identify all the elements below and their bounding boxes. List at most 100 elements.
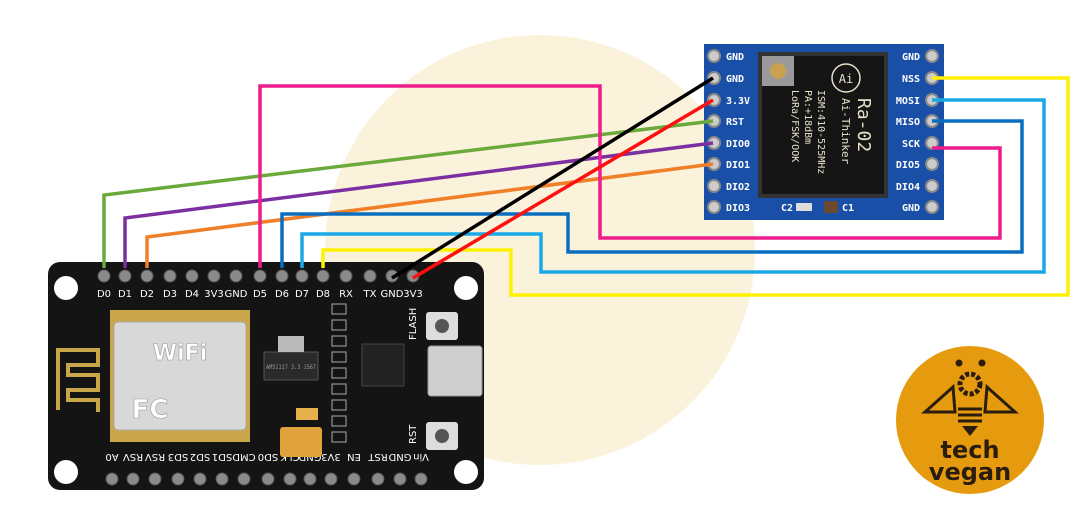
- pin-label: NSS: [902, 74, 920, 85]
- header-pin: [393, 472, 407, 486]
- pin-label: D1: [118, 289, 132, 300]
- pin-label: GND: [726, 74, 744, 85]
- header-pin: [171, 472, 185, 486]
- pin-label: 3V3: [321, 451, 341, 462]
- pin-label: RX: [339, 289, 353, 300]
- logo-text-vegan: vegan: [929, 458, 1011, 486]
- header-pin-d4: [185, 269, 199, 283]
- esp-shield: [113, 321, 247, 431]
- ai-logo-ring: [831, 63, 861, 93]
- fc-text: FC: [132, 395, 169, 425]
- header-pin-d0: [97, 269, 111, 283]
- micro-usb-port: [427, 345, 483, 397]
- smd-pad: [331, 303, 347, 315]
- header-pin: [414, 472, 428, 486]
- ra02-pin-gnd: [925, 49, 939, 63]
- pin-label: D3: [163, 289, 177, 300]
- pin-label: D5: [253, 289, 267, 300]
- smd-pad: [331, 415, 347, 427]
- bee-antenna: [978, 359, 986, 367]
- header-pin: [261, 472, 275, 486]
- smd-pad: [331, 367, 347, 379]
- header-pin: [193, 472, 207, 486]
- pin-label: SD2: [190, 451, 210, 462]
- pin-label: SD0: [258, 451, 278, 462]
- header-pin-d3: [163, 269, 177, 283]
- header-pin-rx: [339, 269, 353, 283]
- pin-label: 3.3V: [726, 96, 750, 107]
- pin-label: GND: [225, 289, 248, 300]
- pin-label: DIO0: [726, 139, 750, 150]
- mounting-hole: [454, 460, 478, 484]
- bee-stinger-icon: [962, 426, 978, 436]
- pin-label: GND: [902, 203, 920, 214]
- mounting-hole: [54, 276, 78, 300]
- smd-pad: [331, 335, 347, 347]
- pin-label: GND: [726, 52, 744, 63]
- pin-label: GND: [381, 289, 404, 300]
- ra02-pin-dio4: [925, 179, 939, 193]
- ra02-pin-gnd: [707, 49, 721, 63]
- pin-label: CMD: [232, 451, 256, 462]
- pin-label: DIO5: [896, 160, 920, 171]
- header-pin: [371, 472, 385, 486]
- pin-label: MISO: [896, 117, 920, 128]
- bee-wings-icon: [921, 383, 1019, 414]
- pin-label: EN: [347, 451, 361, 462]
- chip-pa: PA:+18dBm: [802, 90, 813, 144]
- header-pin: [347, 472, 361, 486]
- wire-d5-to-sck: [258, 84, 1002, 268]
- chip-model: Ra-02: [853, 98, 874, 152]
- pin-label: RSV: [123, 451, 143, 462]
- pin-label: D8: [316, 289, 330, 300]
- ra02-pin-gnd: [925, 200, 939, 214]
- pin-label: SD1: [212, 451, 232, 462]
- chip-brand: Ai-Thinker: [839, 98, 852, 165]
- bee-antenna: [955, 359, 963, 367]
- tantalum-capacitor: [280, 427, 322, 457]
- header-pin: [126, 472, 140, 486]
- usb-uart-chip: [361, 343, 405, 387]
- pin-label: DIO1: [726, 160, 750, 171]
- c1-label: C1: [842, 203, 854, 214]
- smd-pad: [331, 431, 347, 443]
- pin-label: GND: [388, 451, 411, 462]
- reset-button-cap: [435, 429, 449, 443]
- pin-label: SD3: [168, 451, 188, 462]
- header-pin: [303, 472, 317, 486]
- chip-ism: ISM:410-525MHz: [815, 90, 826, 174]
- wire-3v3-to-33v: [412, 98, 714, 280]
- voltage-regulator: [263, 351, 319, 381]
- ipex-socket: [770, 63, 786, 79]
- pin-label: Vin: [413, 451, 429, 462]
- header-pin: [324, 472, 338, 486]
- wire-gnd-to-gnd: [391, 76, 714, 280]
- smd-pad: [331, 399, 347, 411]
- ra02-board: GNDGND3.3VRSTDIO0DIO1DIO2DIO3GNDNSSMOSIM…: [704, 44, 944, 220]
- chip-modes: LoRa/FSK/OOK: [789, 90, 800, 162]
- smd-pad: [331, 351, 347, 363]
- smd-pad: [331, 383, 347, 395]
- wifi-text: WiFi: [153, 341, 207, 366]
- pin-label: D2: [140, 289, 154, 300]
- header-pin-d1: [118, 269, 132, 283]
- pin-label: RSV: [145, 451, 165, 462]
- regulator-marking: AMS1117 3.3 1567: [266, 364, 316, 371]
- header-pin: [215, 472, 229, 486]
- ai-logo-text: Ai: [839, 72, 853, 86]
- pin-label: RST: [367, 451, 387, 462]
- wires: [102, 76, 1070, 297]
- pin-label: D6: [275, 289, 289, 300]
- wire-d1-to-dio0: [123, 141, 714, 268]
- smd-component: [296, 408, 318, 420]
- pin-label: 3V3: [204, 289, 224, 300]
- pin-label: DIO2: [726, 182, 750, 193]
- c2-label: C2: [781, 203, 793, 214]
- pin-label: 3V3: [403, 289, 423, 300]
- header-pin-gnd: [229, 269, 243, 283]
- pin-label: SCK: [902, 139, 920, 150]
- pin-label: TX: [363, 289, 377, 300]
- capacitor-c1: [824, 201, 838, 213]
- gear-icon: [957, 371, 983, 397]
